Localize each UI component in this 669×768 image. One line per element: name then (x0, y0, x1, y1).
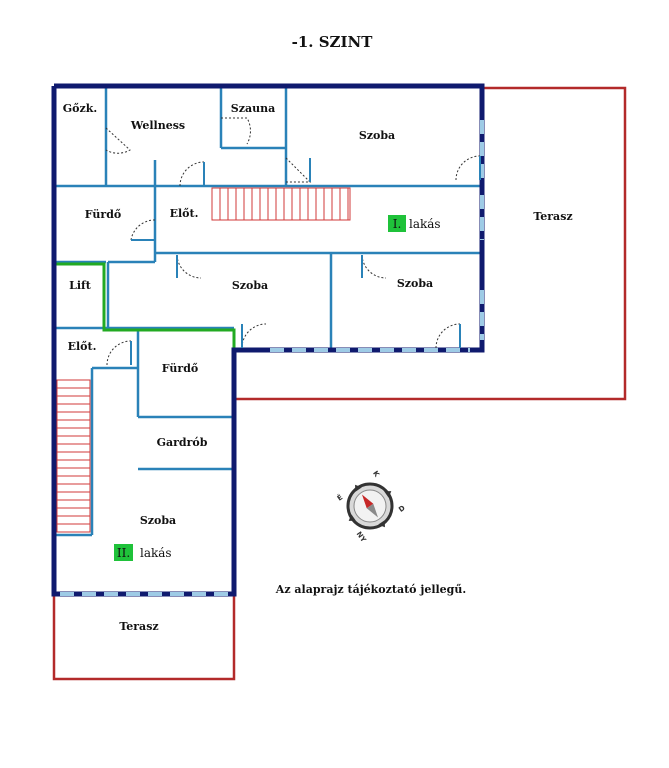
room-label-gardrob: Gardrób (157, 436, 208, 449)
terrace-outlines (52, 86, 627, 681)
inner-walls (55, 88, 482, 537)
outer-walls (51, 83, 485, 597)
compass-north: É (335, 492, 344, 502)
room-label-eloter-upper: Előt. (170, 207, 199, 220)
room-label-terasz-right: Terasz (533, 210, 572, 223)
room-label-szoba-mid-right: Szoba (397, 277, 433, 290)
apartment-badge-first: I. lakás (388, 215, 441, 232)
room-label-szauna: Szauna (231, 102, 275, 115)
compass-south: D (397, 504, 407, 514)
room-label-terasz-bottom: Terasz (119, 620, 158, 633)
window-segments (60, 120, 484, 596)
room-labels: Gőzk. Wellness Szauna Szoba Fürdő Előt. … (63, 102, 573, 633)
badge-label: lakás (140, 546, 172, 560)
room-label-szoba-top-right: Szoba (359, 129, 395, 142)
lift-walls (55, 262, 236, 594)
floor-title: -1. SZINT (292, 33, 374, 51)
badge-numeral: I. (393, 217, 402, 231)
room-label-furdo-lower: Fürdő (162, 362, 198, 375)
room-label-gozk: Gőzk. (63, 102, 97, 115)
compass-east: K (371, 469, 381, 479)
room-label-szoba-lower: Szoba (140, 514, 176, 527)
badge-box (388, 215, 406, 232)
badge-box (114, 544, 133, 561)
stairs (56, 187, 351, 533)
room-label-eloter-lower: Előt. (68, 340, 97, 353)
disclaimer-note: Az alaprajz tájékoztató jellegű. (275, 583, 466, 596)
compass-west: NY (355, 530, 368, 544)
badge-label: lakás (409, 217, 441, 231)
room-label-szoba-mid-left: Szoba (232, 279, 268, 292)
room-label-lift: Lift (69, 279, 92, 292)
door-leaves (130, 156, 481, 365)
badge-numeral: II. (117, 546, 130, 560)
apartment-badge-second: II. lakás (114, 544, 172, 561)
room-label-furdo-upper: Fürdő (85, 208, 121, 221)
room-label-wellness: Wellness (130, 119, 185, 132)
compass-icon: É K D NY (335, 469, 407, 544)
